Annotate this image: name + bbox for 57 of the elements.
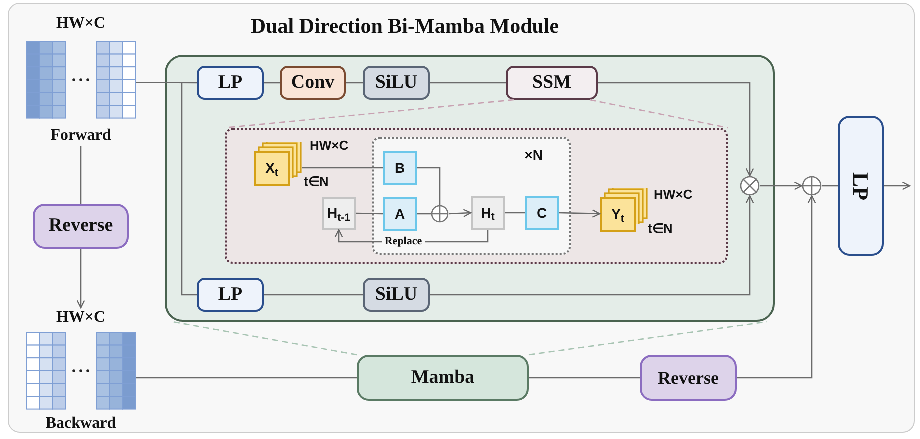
matrix-box: A — [383, 197, 417, 231]
connector-line — [80, 146, 82, 204]
matrix-box: C — [525, 196, 559, 230]
connector-line — [136, 377, 357, 379]
connector-line — [430, 82, 506, 84]
activation-box: SiLU — [363, 66, 430, 100]
tensor-caption: Backward — [46, 414, 116, 434]
zoom-guide-line — [590, 99, 728, 129]
state-box: H$_{t-1}$ — [322, 197, 356, 230]
arrow — [558, 210, 601, 218]
arrow — [448, 209, 472, 218]
diagram-title: Dual Direction Bi-Mamba Module — [250, 14, 560, 38]
feature-box: X$_{t}$ — [254, 151, 290, 186]
arrow — [884, 182, 911, 190]
activation-box: SiLU — [363, 278, 430, 312]
connector-line — [529, 377, 640, 379]
projection-box: LP — [197, 278, 264, 312]
connector-line — [356, 212, 384, 215]
module-panel — [165, 55, 775, 322]
feature-box: Y$_{t}$ — [600, 197, 636, 232]
connector-line — [264, 294, 363, 296]
repeat-label: ×N — [524, 148, 543, 162]
shape-label: HW×C — [56, 14, 106, 34]
mamba-box: Mamba — [357, 355, 529, 401]
arrow — [598, 82, 754, 177]
matrix-box: B — [383, 151, 417, 185]
index-label: t∈N — [304, 175, 329, 188]
arrow — [760, 182, 803, 190]
reverse-box: Reverse — [640, 355, 737, 401]
connector-line — [417, 213, 431, 215]
ssm-box: SSM — [506, 66, 598, 100]
shape-label: HW×C — [310, 139, 349, 152]
connector-line — [505, 212, 525, 214]
projection-box: LP — [838, 116, 884, 256]
zoom-guide-line — [224, 99, 514, 129]
tensor-caption: Forward — [50, 126, 112, 146]
projection-box: LP — [197, 66, 264, 100]
zoom-guide-line — [528, 321, 768, 356]
state-box: H$_{t}$ — [471, 196, 505, 230]
zoom-guide-line — [172, 321, 358, 356]
connector-line — [264, 82, 280, 84]
connector-line — [346, 82, 363, 84]
shape-label: HW×C — [56, 308, 106, 328]
edge-label: Replace — [382, 236, 426, 248]
conv-box: Conv — [280, 66, 346, 100]
arrow — [430, 195, 754, 296]
shape-label: HW×C — [654, 188, 693, 201]
loop-panel — [372, 137, 571, 255]
connector-line — [136, 82, 197, 296]
arrow — [737, 195, 816, 379]
connector-line — [302, 167, 383, 169]
ssm-detail-panel — [225, 128, 728, 264]
connector-line — [417, 167, 441, 205]
arrow — [76, 249, 86, 309]
index-label: t∈N — [648, 222, 673, 235]
connector-line — [822, 185, 838, 187]
reverse-box: Reverse — [33, 204, 129, 249]
